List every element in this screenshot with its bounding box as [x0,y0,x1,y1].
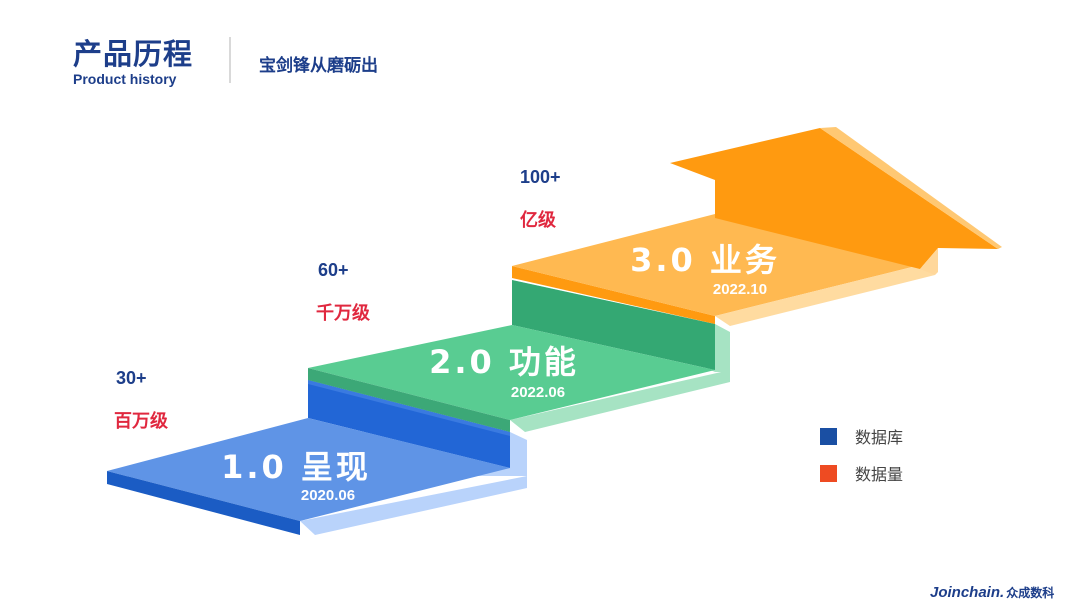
step-2-top [308,325,715,420]
step-1-level: 百万级 [114,411,168,432]
step-1-top-edge [308,380,510,436]
step-3-stripe [512,266,715,324]
page-subtitle: 宝剑锋从磨砺出 [259,56,378,76]
step-1-front-edge [107,471,300,535]
legend-label-data-volume: 数据量 [855,465,904,484]
step-2-level: 千万级 [316,303,370,324]
step-2-date: 2022.06 [511,384,565,401]
step-3-level: 亿级 [520,210,556,231]
step-3-shadow [715,265,935,326]
step-1-top [107,418,510,521]
legend-item-data-volume: 数据量 [820,461,903,485]
growth-arrow-shadow [820,127,1002,249]
brand-logo: Joinchain. 众成数科 [930,584,1054,601]
growth-arrow-shaft-shadow [920,248,938,275]
step-1-shadow-bottom [300,476,527,535]
page-title-english: Product history [73,71,177,87]
step-3-date: 2022.10 [713,281,767,298]
step-1-label: 1.0 呈现 [221,448,371,486]
brand-name-cn: 众成数科 [1006,586,1055,600]
step-2-riser [512,280,715,370]
step-2-count: 60+ [318,260,349,280]
step-3-label: 3.0 业务 [630,241,780,279]
step-3-count: 100+ [520,167,561,187]
growth-arrow [670,128,998,269]
step-2-left-edge [308,368,510,432]
step-2-shadow-bottom [510,370,730,432]
legend-swatch-database [820,427,837,445]
step-3-top [512,214,920,316]
legend-item-database: 数据库 [820,424,903,448]
brand-name-en: Joinchain. [930,584,1005,601]
header-divider [229,37,231,83]
step-1-date: 2020.06 [301,487,355,504]
step-1-count: 30+ [116,368,147,388]
legend-label-database: 数据库 [855,428,904,447]
step-2-label: 2.0 功能 [429,343,579,381]
legend-swatch-data-volume [820,464,837,482]
page-title: 产品历程 [73,37,194,71]
step-1-riser [308,380,510,468]
